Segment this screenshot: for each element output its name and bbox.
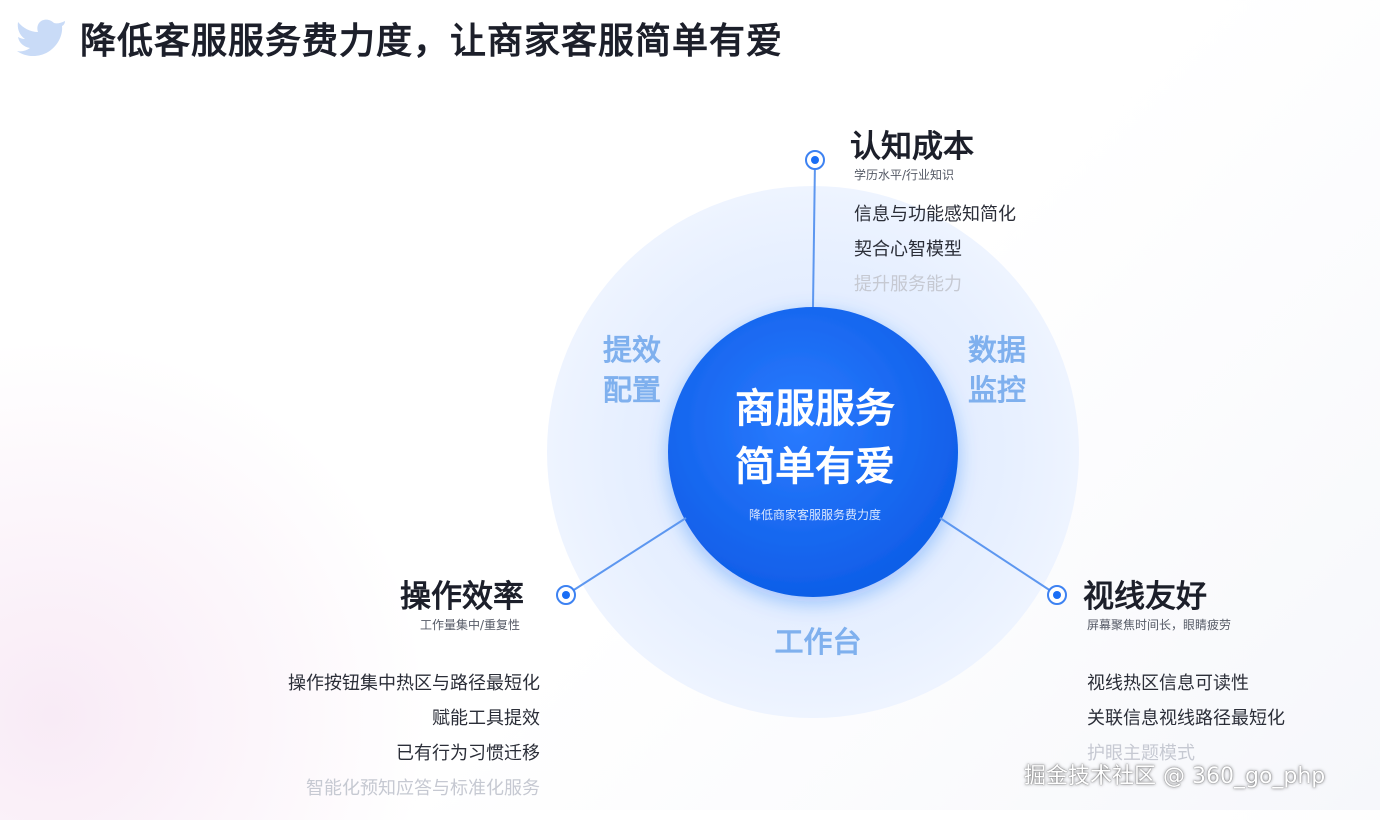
list-item: 赋能工具提效 xyxy=(432,708,540,729)
ring-label-line: 提效 xyxy=(602,333,661,367)
node-items-visual: 视线热区信息可读性 关联信息视线路径最短化 护眼主题模式 xyxy=(1087,666,1285,771)
node-items-cognition: 信息与功能感知简化 契合心智模型 提升服务能力 xyxy=(854,197,1016,302)
node-dot-right xyxy=(1047,585,1067,605)
node-subtitle-cognition: 学历水平/行业知识 xyxy=(854,168,955,182)
connector-top xyxy=(812,159,816,308)
ring-label-line: 监控 xyxy=(967,373,1026,407)
background-tint xyxy=(0,300,520,820)
node-items-operation: 操作按钮集中热区与路径最短化 赋能工具提效 已有行为习惯迁移 智能化预知应答与标… xyxy=(240,666,540,806)
watermark: 掘金技术社区 @ 360_go_php xyxy=(1024,764,1326,789)
list-item: 视线热区信息可读性 xyxy=(1087,673,1249,694)
list-item: 信息与功能感知简化 xyxy=(854,204,1016,225)
ring-label-workbench: 工作台 xyxy=(774,625,862,659)
list-item: 提升服务能力 xyxy=(854,274,962,295)
node-subtitle-operation: 工作量集中/重复性 xyxy=(420,618,521,632)
ring-label-data-monitor: 数据 监控 xyxy=(962,330,1032,410)
ring-label-line: 数据 xyxy=(967,333,1026,367)
list-item: 智能化预知应答与标准化服务 xyxy=(306,778,540,799)
list-item: 操作按钮集中热区与路径最短化 xyxy=(288,673,540,694)
node-title-cognition: 认知成本 xyxy=(850,129,974,165)
connector-right xyxy=(939,517,1058,596)
list-item: 已有行为习惯迁移 xyxy=(396,743,540,764)
list-item: 关联信息视线路径最短化 xyxy=(1087,708,1285,729)
center-title: 商服服务 简单有爱 xyxy=(670,380,960,496)
ring-label-efficiency-config: 提效 配置 xyxy=(597,330,667,410)
node-dot-left xyxy=(556,585,576,605)
node-title-operation: 操作效率 xyxy=(400,579,524,615)
node-subtitle-visual: 屏幕聚焦时间长，眼睛疲劳 xyxy=(1087,618,1232,632)
list-item: 护眼主题模式 xyxy=(1087,743,1195,764)
center-title-line: 商服服务 xyxy=(735,386,895,432)
list-item: 契合心智模型 xyxy=(854,239,962,260)
ring-label-line: 配置 xyxy=(602,373,661,407)
center-circle xyxy=(668,307,958,597)
center-title-line: 简单有爱 xyxy=(735,444,895,490)
center-subtitle: 降低商家客服服务费力度 xyxy=(748,508,881,522)
page-title: 降低客服服务费力度，让商家客服简单有爱 xyxy=(80,21,784,62)
node-title-visual: 视线友好 xyxy=(1083,579,1207,615)
connector-left xyxy=(565,517,687,596)
bird-logo-icon xyxy=(17,19,65,57)
node-dot-top xyxy=(805,150,825,170)
